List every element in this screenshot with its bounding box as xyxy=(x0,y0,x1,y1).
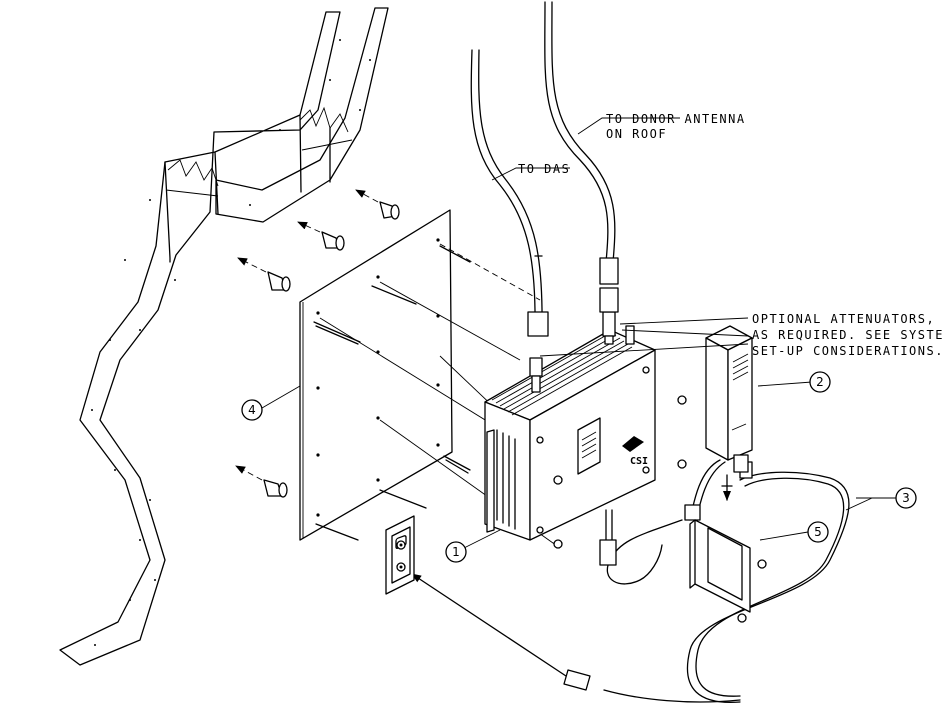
cable-to-donor-antenna xyxy=(545,2,618,312)
part-number-5: 5 xyxy=(814,525,822,539)
part-bubble-3: 3 xyxy=(896,488,916,508)
attenuators-line-1: OPTIONAL ATTENUATORS, xyxy=(752,312,935,326)
callout-das: TO DAS xyxy=(518,162,570,176)
callout-attenuators: OPTIONAL ATTENUATORS, AS REQUIRED. SEE S… xyxy=(752,312,942,358)
mounting-bracket xyxy=(690,520,766,622)
ac-power-cord xyxy=(412,462,849,702)
part-bubble-2: 2 xyxy=(810,372,830,392)
part-bubble-4: 4 xyxy=(242,400,262,420)
anchor-4 xyxy=(236,466,287,497)
attenuators-line-3: SET-UP CONSIDERATIONS. xyxy=(752,344,942,358)
brand-text: CSI xyxy=(630,456,648,467)
wall-outlet xyxy=(386,516,414,594)
donor-line-2: ON ROOF xyxy=(606,127,667,141)
callout-donor-antenna: TO DONOR ANTENNA ON ROOF xyxy=(606,112,746,141)
cable-to-das xyxy=(471,50,548,336)
donor-line-1: TO DONOR ANTENNA xyxy=(606,112,746,126)
repeater-unit: CSI xyxy=(485,312,686,548)
attenuators-line-2: AS REQUIRED. SEE SYSTEM xyxy=(752,328,942,342)
das-label: TO DAS xyxy=(518,162,570,176)
part-number-1: 1 xyxy=(452,545,460,559)
part-number-4: 4 xyxy=(248,403,256,417)
part-bubble-1: 1 xyxy=(446,542,466,562)
anchor-1 xyxy=(356,190,399,219)
anchor-2 xyxy=(298,222,344,250)
anchor-3 xyxy=(238,258,290,291)
part-number-2: 2 xyxy=(816,375,824,389)
part-number-3: 3 xyxy=(902,491,910,505)
part-bubble-5: 5 xyxy=(808,522,828,542)
